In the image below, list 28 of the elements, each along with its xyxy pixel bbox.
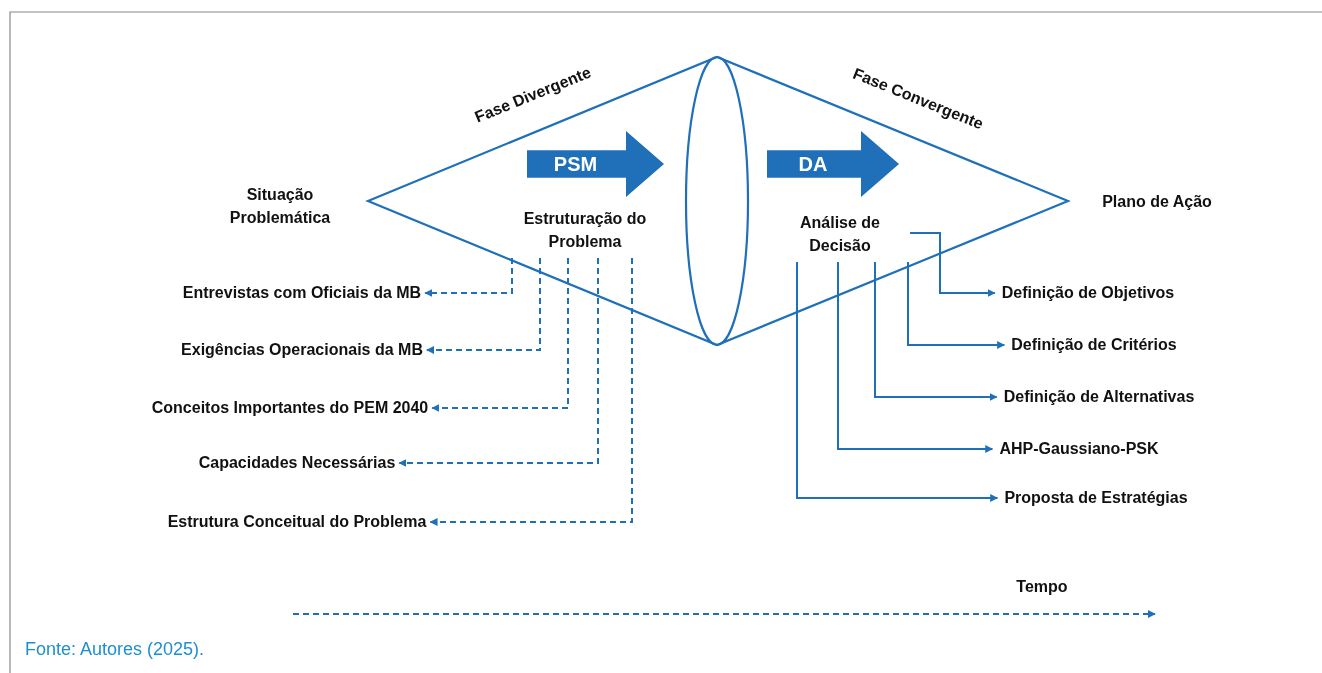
node-label: Estruturação do Problema [523,208,647,252]
connector-arrow [874,261,998,401]
node-label: Proposta de Estratégias [1004,488,1188,509]
node-label: Análise de Decisão [799,212,881,256]
connector-arrow [907,261,1006,349]
node-label: Capacidades Necessárias [198,453,396,474]
block-arrow: PSM [527,131,664,197]
node-label: Definição de Alternativas [1003,387,1195,408]
axis-label: Tempo [1016,578,1068,596]
node-label: Exigências Operacionais da MB [181,340,423,361]
node-label: AHP-Gaussiano-PSK [999,439,1159,460]
node-label: Estrutura Conceitual do Problema [167,512,427,533]
source-caption: Fonte: Autores (2025). [25,639,205,660]
connector-arrow [837,261,994,453]
connector-arrow [431,257,569,412]
connector-arrow [909,232,996,297]
node-label: Plano de Ação [1102,192,1212,213]
connector-arrow [796,261,999,502]
node-label: Definição de Objetivos [1001,283,1175,304]
node-label: Definição de Critérios [1011,335,1177,356]
connector-arrow [398,257,599,467]
block-arrow: DA [767,131,899,197]
connector-arrow [429,257,633,526]
node-label: Conceitos Importantes do PEM 2040 [151,398,429,419]
node-label: Entrevistas com Oficiais da MB [182,283,422,304]
node-label: Situação Problemática [228,184,332,228]
connector-arrow [425,257,541,354]
connector-arrow [424,257,513,297]
